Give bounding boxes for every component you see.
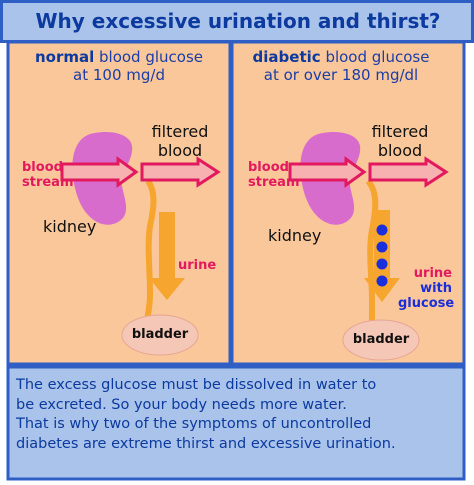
explanation-line: be excreted. So your body needs more wat… bbox=[16, 396, 347, 413]
page-title: Why excessive urination and thirst? bbox=[35, 9, 441, 33]
right-urine-label: urine with glucose bbox=[398, 266, 455, 311]
glucose-dot bbox=[376, 275, 388, 287]
left-bloodstream-line2: stream bbox=[22, 175, 74, 190]
right-with-text: with bbox=[420, 281, 452, 296]
explanation-line: That is why two of the symptoms of uncon… bbox=[16, 416, 372, 432]
left-panel-heading: normal blood glucose at 100 mg/d bbox=[14, 48, 224, 84]
right-filtered-blood-label: filtered blood bbox=[367, 122, 433, 160]
left-diagram bbox=[60, 132, 221, 356]
left-filtered-blood-label: filtered blood bbox=[147, 122, 213, 160]
left-bloodstream-label: blood stream bbox=[22, 160, 74, 190]
right-urine-text: urine bbox=[413, 266, 452, 281]
left-heading-line2: at 100 mg/d bbox=[73, 66, 165, 84]
explanation-line: The excess glucose must be dissolved in … bbox=[16, 377, 377, 393]
glucose-dot bbox=[376, 258, 388, 270]
right-bladder-label: bladder bbox=[352, 332, 410, 347]
right-bloodstream-label: blood stream bbox=[248, 160, 300, 190]
footer-box bbox=[6, 365, 466, 481]
right-kidney-label: kidney bbox=[268, 226, 322, 245]
left-heading-keyword: normal bbox=[34, 48, 95, 66]
right-bloodstream-line1: blood bbox=[248, 160, 289, 175]
left-filtered-text: filtered bbox=[151, 122, 209, 141]
glucose-dot bbox=[376, 224, 388, 236]
left-blood-text: blood bbox=[157, 141, 203, 160]
right-heading-keyword: diabetic bbox=[252, 48, 321, 66]
left-bloodstream-line1: blood bbox=[22, 160, 63, 175]
left-bladder-label: bladder bbox=[131, 327, 189, 342]
explanation-line: diabetes are extreme thirst and excessiv… bbox=[16, 435, 396, 452]
right-heading-rest: blood glucose bbox=[320, 48, 430, 66]
right-heading-line2: at or over 180 mg/dl bbox=[263, 66, 419, 84]
right-urine-tube bbox=[365, 178, 379, 324]
left-blood-arrow-1 bbox=[60, 156, 139, 188]
right-panel-heading: diabetic blood glucose at or over 180 mg… bbox=[236, 48, 446, 84]
left-blood-arrow-2 bbox=[140, 156, 221, 188]
left-urine-arrow bbox=[149, 212, 185, 300]
left-kidney-label: kidney bbox=[43, 217, 97, 236]
right-bloodstream-line2: stream bbox=[248, 175, 300, 190]
glucose-dot bbox=[376, 241, 388, 253]
right-blood-arrow-2 bbox=[368, 156, 449, 188]
right-diagram bbox=[288, 132, 449, 361]
left-urine-label: urine bbox=[178, 258, 217, 273]
right-bladder-shape bbox=[342, 319, 420, 361]
right-urine-arrow bbox=[364, 210, 400, 302]
left-heading-rest: blood glucose bbox=[94, 48, 204, 66]
right-glucose-text: glucose bbox=[398, 296, 455, 311]
left-bladder-shape bbox=[121, 314, 199, 356]
right-blood-text: blood bbox=[377, 141, 423, 160]
explanation-text: The excess glucose must be dissolved in … bbox=[16, 376, 462, 454]
right-blood-arrow-1 bbox=[288, 156, 367, 188]
left-urine-tube bbox=[144, 179, 157, 321]
right-filtered-text: filtered bbox=[371, 122, 429, 141]
